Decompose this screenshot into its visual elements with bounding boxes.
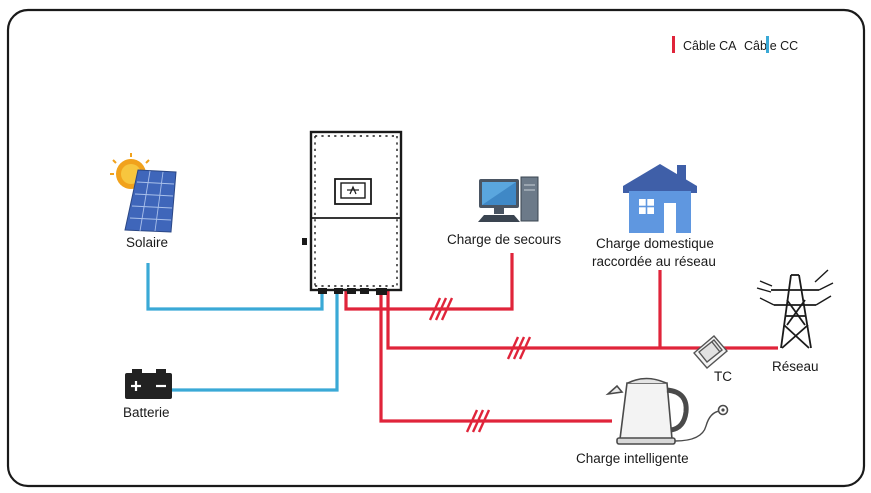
hatch-grid bbox=[506, 336, 532, 360]
battery-label: Batterie bbox=[123, 405, 170, 420]
grid-label: Réseau bbox=[772, 359, 819, 374]
home-load-label-line2: raccordée au réseau bbox=[592, 254, 716, 269]
solar-label: Solaire bbox=[126, 235, 168, 250]
legend-dc-label: Câble CC bbox=[744, 39, 798, 53]
house-icon bbox=[623, 164, 697, 233]
legend-ac-label: Câble CA bbox=[683, 39, 737, 53]
cable-hatch-marks bbox=[428, 297, 532, 433]
current-transformer-icon bbox=[693, 335, 728, 369]
hatch-backup bbox=[428, 297, 454, 321]
ac-cable-grid bbox=[386, 291, 778, 350]
dc-cables bbox=[146, 263, 339, 392]
dc-cable-battery bbox=[170, 291, 339, 392]
legend: Câble CA Câble CC bbox=[672, 36, 798, 53]
battery-icon bbox=[125, 369, 172, 399]
legend-dc-swatch bbox=[766, 36, 769, 53]
ac-cable-smart bbox=[379, 291, 612, 423]
ct-label: TC bbox=[714, 369, 732, 384]
solar-panel-icon bbox=[110, 153, 177, 233]
kettle-icon bbox=[605, 377, 729, 445]
backup-load-label: Charge de secours bbox=[447, 232, 561, 247]
hatch-smart bbox=[465, 409, 491, 433]
dc-cable-solar bbox=[146, 263, 324, 311]
power-pylon-icon bbox=[756, 269, 834, 349]
diagram-frame bbox=[6, 8, 866, 488]
legend-ac-swatch bbox=[672, 36, 675, 53]
ac-cable-backup bbox=[344, 253, 514, 311]
smart-load-label: Charge intelligente bbox=[576, 451, 689, 466]
home-load-label-line1: Charge domestique bbox=[596, 236, 714, 251]
ac-cables bbox=[344, 253, 778, 423]
inverter-icon bbox=[302, 130, 403, 295]
computer-icon bbox=[478, 176, 539, 222]
